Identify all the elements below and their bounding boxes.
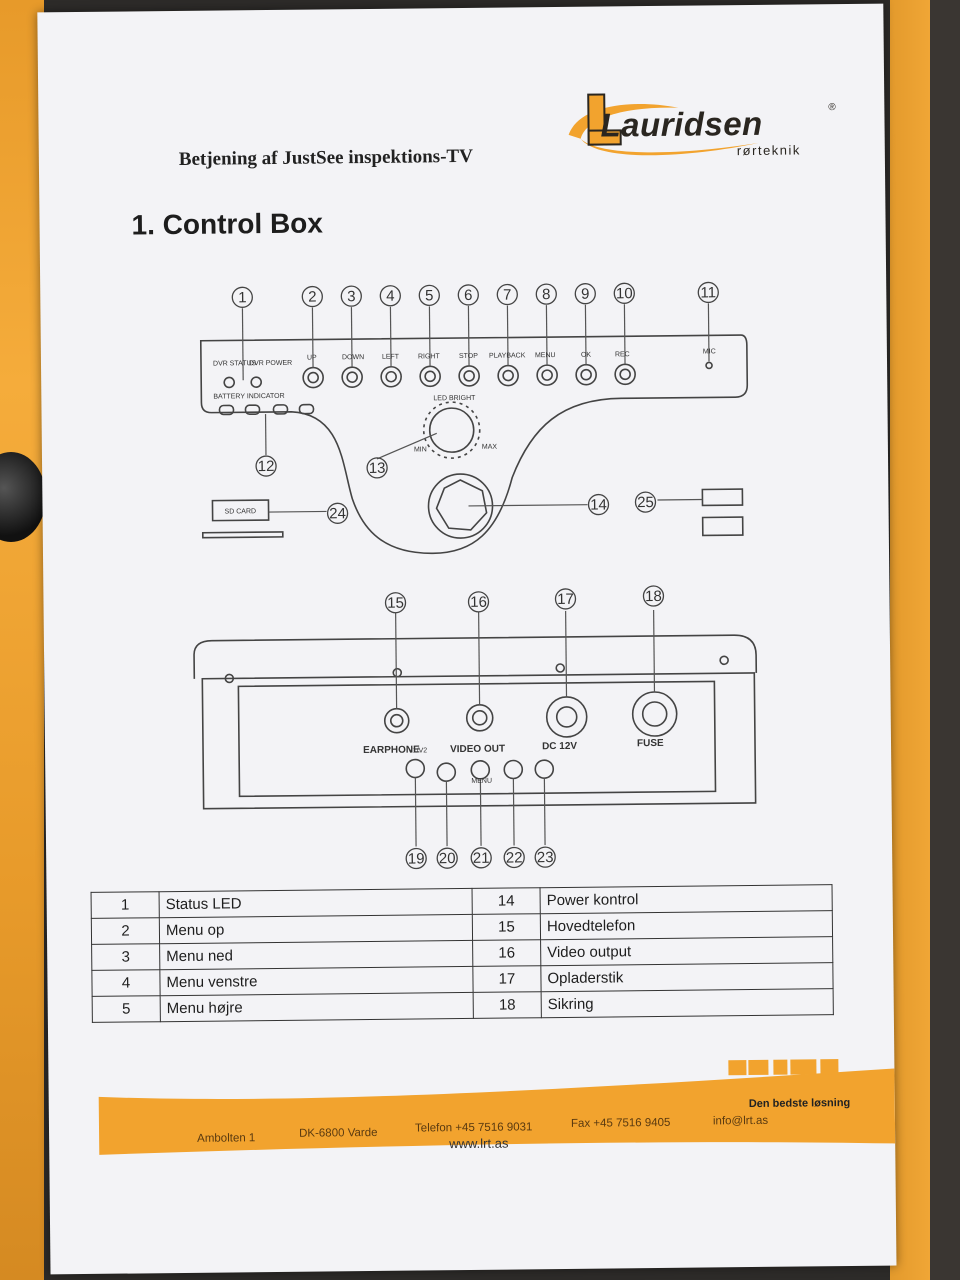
- table-cell: 15: [472, 913, 541, 941]
- label-sd-card: SD CARD: [225, 508, 257, 515]
- label-left: LEFT: [382, 354, 400, 361]
- callout-25: 25: [637, 494, 654, 511]
- table-cell: Menu ned: [159, 940, 473, 970]
- label-stop: STOP: [459, 353, 478, 360]
- footer-fax: Fax +45 7516 9405: [570, 1116, 671, 1130]
- table-cell: 4: [91, 969, 161, 997]
- label-playback: PLAYBACK: [489, 352, 526, 359]
- logo-swoosh-icon: [568, 93, 759, 156]
- label-down: DOWN: [342, 354, 364, 361]
- table-cell: Hovedtelefon: [540, 910, 833, 940]
- label-ok: OK: [581, 352, 592, 359]
- callout-9: 9: [581, 286, 590, 303]
- table-cell: 17: [472, 965, 542, 993]
- table-cell: 1: [91, 891, 160, 919]
- label-dvr-power: DVR POWER: [249, 360, 292, 367]
- top-buttons: [302, 361, 713, 389]
- battery-leds: [218, 403, 315, 416]
- label-menu: MENU: [535, 352, 556, 359]
- callout-2: 2: [308, 289, 317, 306]
- callout-1: 1: [238, 289, 247, 306]
- label-min: MIN: [414, 446, 427, 453]
- footer-city: DK-6800 Varde: [299, 1126, 378, 1140]
- bottom-labels: EARPHONE VIDEO OUT DC 12V FUSE: [363, 738, 664, 756]
- table-cell: Video output: [540, 936, 833, 966]
- callout-3: 3: [347, 288, 356, 305]
- callout-8: 8: [542, 286, 551, 303]
- table-cell: 16: [472, 939, 541, 967]
- callout-20: 20: [439, 850, 456, 867]
- led-bright-knob: [428, 407, 475, 453]
- callout-10: 10: [616, 285, 633, 302]
- panel-labels: DVR STATUS DVR POWER BATTERY INDICATOR U…: [213, 348, 716, 785]
- callout-18: 18: [645, 588, 662, 605]
- callout-15: 15: [387, 595, 404, 612]
- manual-page: Betjening af JustSee inspektions-TV Laur…: [37, 3, 897, 1275]
- callout-6: 6: [464, 287, 473, 304]
- table-cell: 18: [473, 991, 542, 1019]
- callout-11: 11: [700, 284, 716, 301]
- callout-22: 22: [506, 849, 523, 866]
- label-dvr-status: DVR STATUS: [213, 360, 257, 367]
- callout-12: 12: [258, 458, 275, 475]
- label-battery: BATTERY INDICATOR: [213, 393, 284, 401]
- label-dc: DC 12V: [542, 741, 577, 752]
- label-fuse: FUSE: [637, 738, 664, 749]
- label-video-out: VIDEO OUT: [450, 744, 505, 756]
- sd-card-slot: [211, 499, 270, 522]
- footer-phone: Telefon +45 7516 9031: [414, 1121, 533, 1135]
- table-cell: 2: [91, 917, 160, 945]
- legend-table: 1 Status LED 14 Power kontrol 2 Menu op …: [91, 884, 834, 1023]
- label-led-bright: LED BRIGHT: [433, 395, 476, 402]
- bottom-connectors: [383, 691, 678, 782]
- callout-4: 4: [386, 288, 395, 305]
- callout-14: 14: [590, 496, 607, 513]
- table-cell: 14: [472, 887, 541, 915]
- callout-24: 24: [329, 505, 346, 522]
- footer-email[interactable]: info@lrt.as: [712, 1114, 769, 1128]
- table-cell: Power kontrol: [540, 884, 833, 914]
- label-earphone: EARPHONE: [363, 744, 420, 756]
- callout-23: 23: [537, 849, 554, 866]
- table-cell: 3: [91, 943, 160, 971]
- label-mic: MIC: [703, 348, 716, 355]
- callout-13: 13: [369, 460, 386, 477]
- table-cell: Sikring: [541, 988, 834, 1018]
- control-box-diagram: 1 2 3 4 5 6 7 8 9 10 11 12 13 14 15 16 1…: [193, 281, 758, 870]
- footer-slogan: Den bedste løsning: [748, 1096, 851, 1111]
- table-cell: 5: [92, 995, 161, 1023]
- town-silhouette-icon: [728, 1058, 839, 1076]
- top-panel-outline: [199, 334, 749, 555]
- lauridsen-logo: Lauridsen ® rørteknik: [558, 84, 839, 167]
- callout-numbers: 1 2 3 4 5 6 7 8 9 10 11 12 13 14 15 16 1…: [231, 281, 719, 870]
- table-cell: Status LED: [159, 888, 473, 918]
- callout-5: 5: [425, 287, 434, 304]
- label-v1v2: V1/V2: [408, 747, 427, 754]
- label-right: RIGHT: [418, 353, 441, 360]
- label-up: UP: [307, 355, 317, 362]
- table-cell: Menu op: [159, 914, 473, 944]
- table-cell: Opladerstik: [540, 962, 834, 992]
- bottom-panel-top: [193, 634, 758, 679]
- callout-7: 7: [503, 286, 512, 303]
- footer-address: Ambolten 1: [197, 1132, 256, 1145]
- table-cell: Menu højre: [160, 992, 474, 1022]
- table-cell: Menu venstre: [159, 966, 474, 996]
- label-max: MAX: [482, 444, 498, 451]
- orange-case-edge: [0, 0, 44, 1280]
- footer-band: [98, 1058, 896, 1155]
- label-rec: REC: [615, 351, 630, 358]
- label-menu-bottom: MENU: [471, 778, 492, 785]
- callout-19: 19: [408, 850, 425, 867]
- footer-website-link[interactable]: www.lrt.as: [449, 1135, 509, 1152]
- callout-21: 21: [473, 850, 490, 867]
- callout-17: 17: [557, 591, 574, 608]
- callout-16: 16: [470, 594, 487, 611]
